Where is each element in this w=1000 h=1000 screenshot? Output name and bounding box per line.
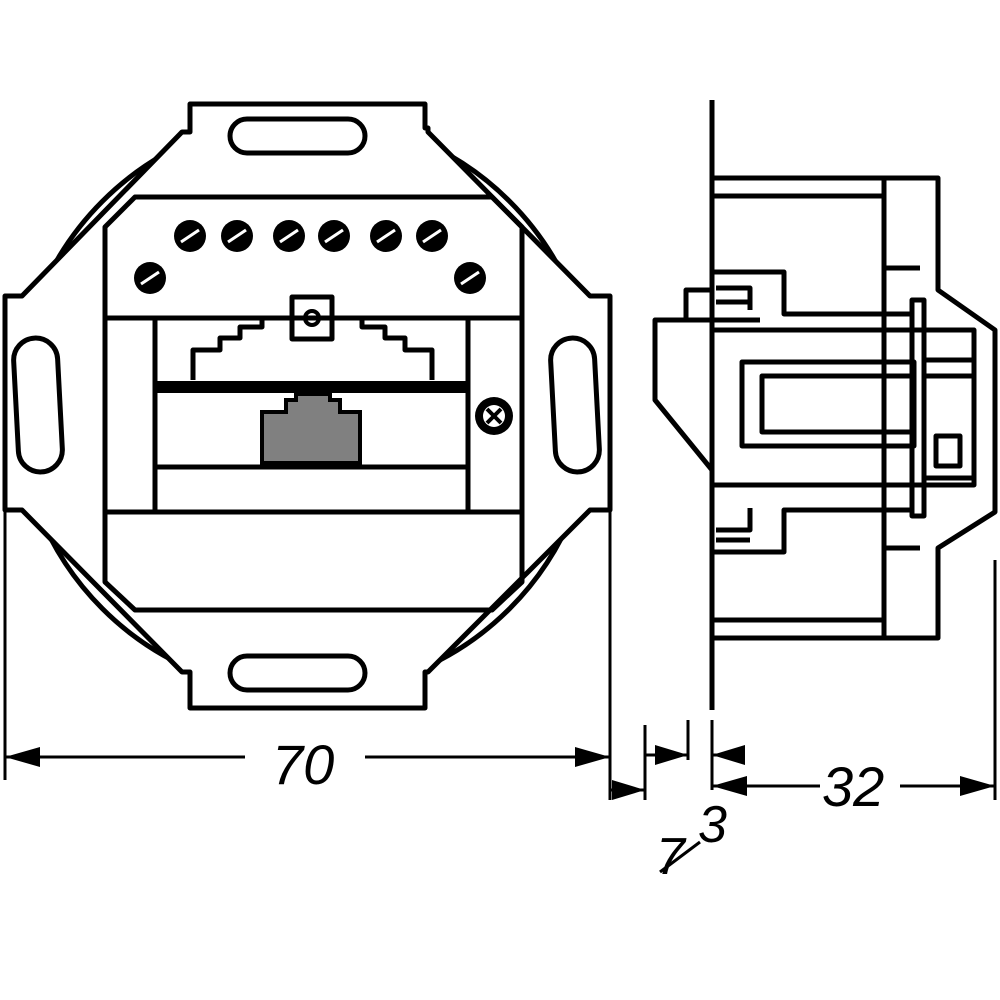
connector-outline	[190, 318, 435, 380]
terminal-screw-6	[416, 220, 448, 252]
terminal-screw-1	[174, 220, 206, 252]
dimension-32-label: 32	[822, 755, 884, 818]
arrow-32-left	[712, 776, 747, 796]
arrow-32-right	[960, 776, 995, 796]
divider-bar	[155, 381, 468, 393]
connector-body	[709, 327, 977, 488]
side-view	[652, 100, 998, 710]
arrow-3-left	[655, 745, 688, 765]
terminal-screw-3	[273, 220, 305, 252]
slot-bottom	[227, 653, 368, 693]
slot-left	[11, 335, 65, 475]
terminal-screw-4	[318, 220, 350, 252]
connector-screw	[289, 294, 335, 342]
inner-box	[102, 194, 525, 613]
slot-top	[227, 116, 368, 156]
terminal-screw-2	[221, 220, 253, 252]
terminal-screw-8	[454, 262, 486, 294]
dimension-70-label: 70	[272, 733, 334, 796]
upper-profile	[712, 269, 912, 317]
clamp-screw	[933, 433, 963, 469]
arrow-7	[612, 780, 645, 800]
connector-screw-hole	[303, 309, 321, 327]
cross-screw	[475, 397, 513, 435]
lower-profile	[712, 507, 912, 555]
side-housing	[712, 175, 998, 641]
rj-jack-opening	[260, 392, 362, 465]
leader-7	[659, 840, 701, 874]
slot-right	[548, 335, 602, 475]
arrow-70-right	[575, 747, 610, 767]
arrow-70-left	[5, 747, 40, 767]
terminal-screw-5	[370, 220, 402, 252]
front-flange	[652, 287, 714, 472]
connector-slot-inner	[759, 373, 917, 435]
dimension-3-label: 3	[698, 796, 727, 854]
clamp-plate	[909, 297, 927, 519]
terminal-screw-7	[134, 262, 166, 294]
dimension-7-label: 7	[656, 828, 687, 886]
arrow-3-right	[712, 745, 745, 765]
terminal-screws	[134, 220, 486, 294]
dimension-lines	[3, 510, 997, 874]
